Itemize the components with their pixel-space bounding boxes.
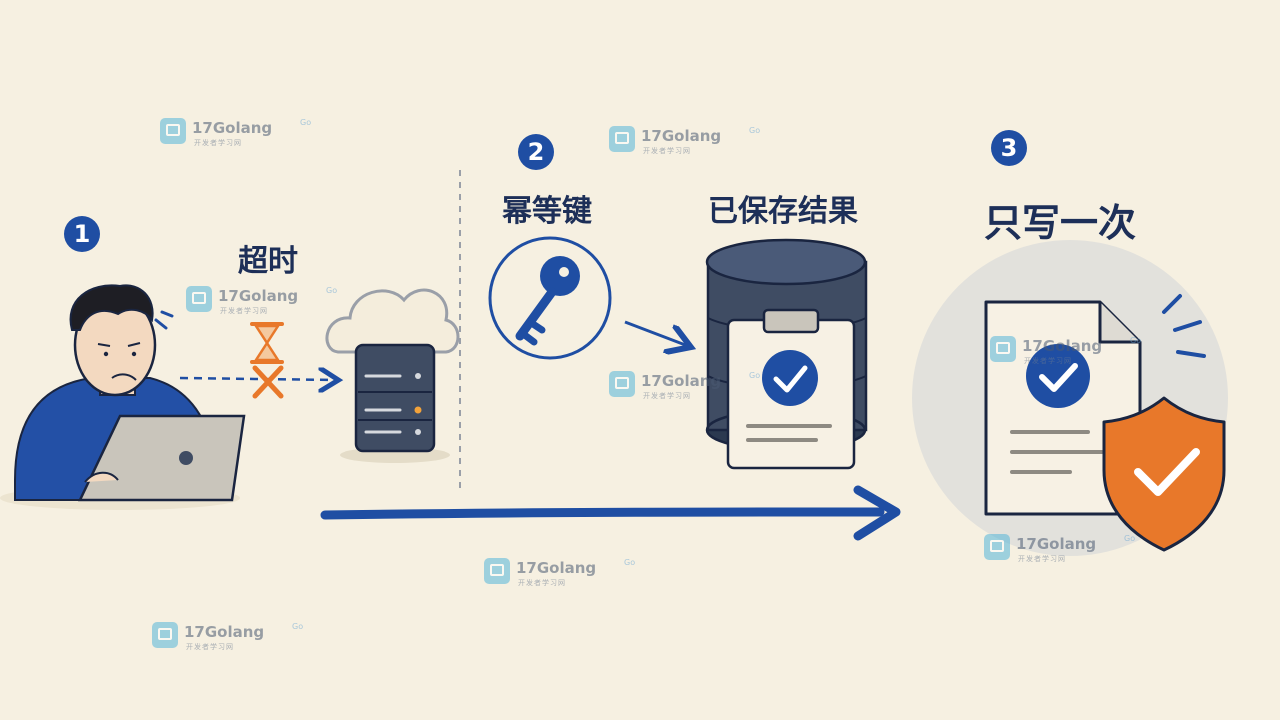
watermark-logo-icon — [609, 126, 635, 152]
step-2-badge: 2 — [518, 134, 554, 170]
watermark: 17Golang 开发者学习网 Go — [609, 371, 779, 401]
failed-request-arrow — [179, 378, 336, 380]
watermark-logo-icon — [186, 286, 212, 312]
watermark: 17Golang 开发者学习网 Go — [484, 558, 654, 588]
key-icon — [488, 236, 612, 360]
watermark-logo-icon — [160, 118, 186, 144]
write-once-label: 只写一次 — [984, 201, 1137, 245]
watermark-logo-icon — [152, 622, 178, 648]
watermark: 17Golang 开发者学习网 Go — [984, 534, 1154, 564]
watermark-logo-icon — [484, 558, 510, 584]
watermark-logo-icon — [984, 534, 1010, 560]
server-icon — [340, 343, 450, 463]
step-1-badge: 1 — [64, 216, 100, 252]
watermark: 17Golang 开发者学习网 Go — [152, 622, 322, 652]
person-at-laptop-icon — [0, 284, 246, 510]
sparkle-icon — [1162, 294, 1206, 358]
cloud-icon — [325, 288, 460, 354]
watermark: 17Golang 开发者学习网 Go — [609, 126, 779, 156]
document-icon — [984, 300, 1142, 516]
hourglass-icon — [250, 322, 284, 364]
timeout-label: 超时 — [238, 244, 298, 279]
flow-arrow — [320, 485, 901, 541]
idempotency-key-label: 幂等键 — [502, 194, 592, 229]
saved-result-label: 已保存结果 — [708, 194, 858, 229]
watermark: 17Golang 开发者学习网 Go — [186, 286, 356, 316]
cross-icon — [252, 365, 284, 399]
watermark-logo-icon — [990, 336, 1016, 362]
watermark: 17Golang 开发者学习网 Go — [990, 336, 1160, 366]
key-to-store-arrow — [624, 320, 688, 346]
clipboard-icon — [726, 308, 856, 470]
watermark-logo-icon — [609, 371, 635, 397]
shield-icon — [1102, 396, 1226, 552]
step-3-badge: 3 — [991, 130, 1027, 166]
watermark: 17Golang 开发者学习网 Go — [160, 118, 330, 148]
